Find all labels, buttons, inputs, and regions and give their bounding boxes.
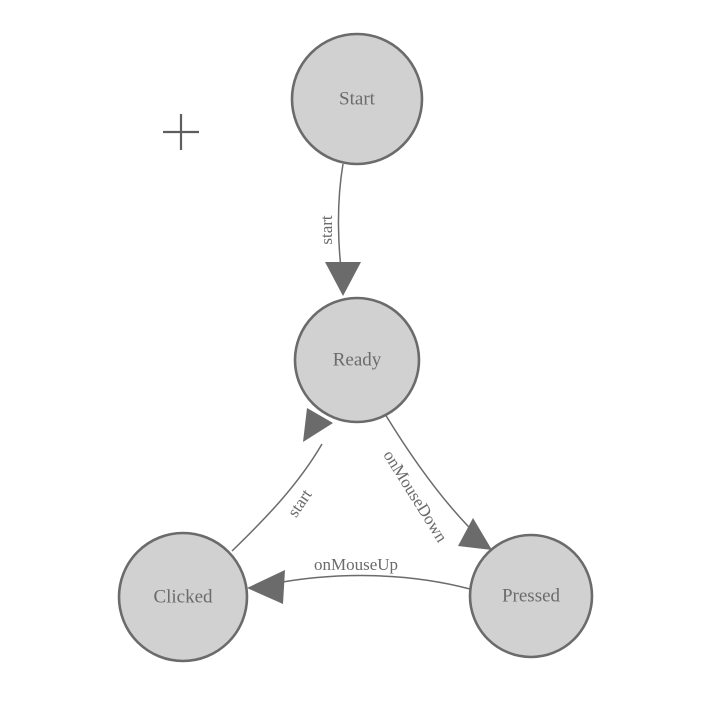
edge-path-clicked-to-ready — [231, 443, 323, 552]
edge-label-pressed-to-clicked: onMouseUp — [314, 555, 398, 574]
node-pressed-label: Pressed — [502, 585, 561, 606]
edge-ready-to-pressed[interactable]: onMouseDown — [380, 413, 492, 550]
node-pressed[interactable]: Pressed — [468, 533, 594, 659]
node-start[interactable]: Start — [290, 32, 424, 166]
node-clicked-circle[interactable] — [117, 531, 249, 663]
node-clicked[interactable]: Clicked — [117, 531, 249, 663]
arrowhead-pressed-to-clicked — [247, 570, 285, 604]
edge-path-pressed-to-clicked — [271, 574, 471, 590]
edge-start-to-ready[interactable]: start — [317, 163, 361, 296]
node-ready-circle[interactable] — [293, 296, 421, 424]
node-ready[interactable]: Ready — [293, 296, 421, 424]
edge-pressed-to-clicked[interactable]: onMouseUp — [247, 555, 471, 604]
node-start-circle[interactable] — [290, 32, 424, 166]
nodes-layer: Start Ready Clicked Pressed — [117, 32, 594, 663]
node-pressed-circle[interactable] — [468, 533, 594, 659]
edge-clicked-to-ready[interactable]: start — [231, 408, 333, 552]
crosshair-icon[interactable] — [163, 114, 199, 150]
node-clicked-label: Clicked — [153, 586, 213, 607]
edge-label-start-to-ready: start — [317, 215, 336, 245]
arrowhead-ready-to-pressed — [458, 518, 492, 550]
arrowhead-clicked-to-ready — [303, 408, 333, 442]
node-ready-label: Ready — [333, 349, 382, 370]
arrowhead-start-to-ready — [325, 262, 361, 296]
node-start-label: Start — [339, 88, 376, 109]
